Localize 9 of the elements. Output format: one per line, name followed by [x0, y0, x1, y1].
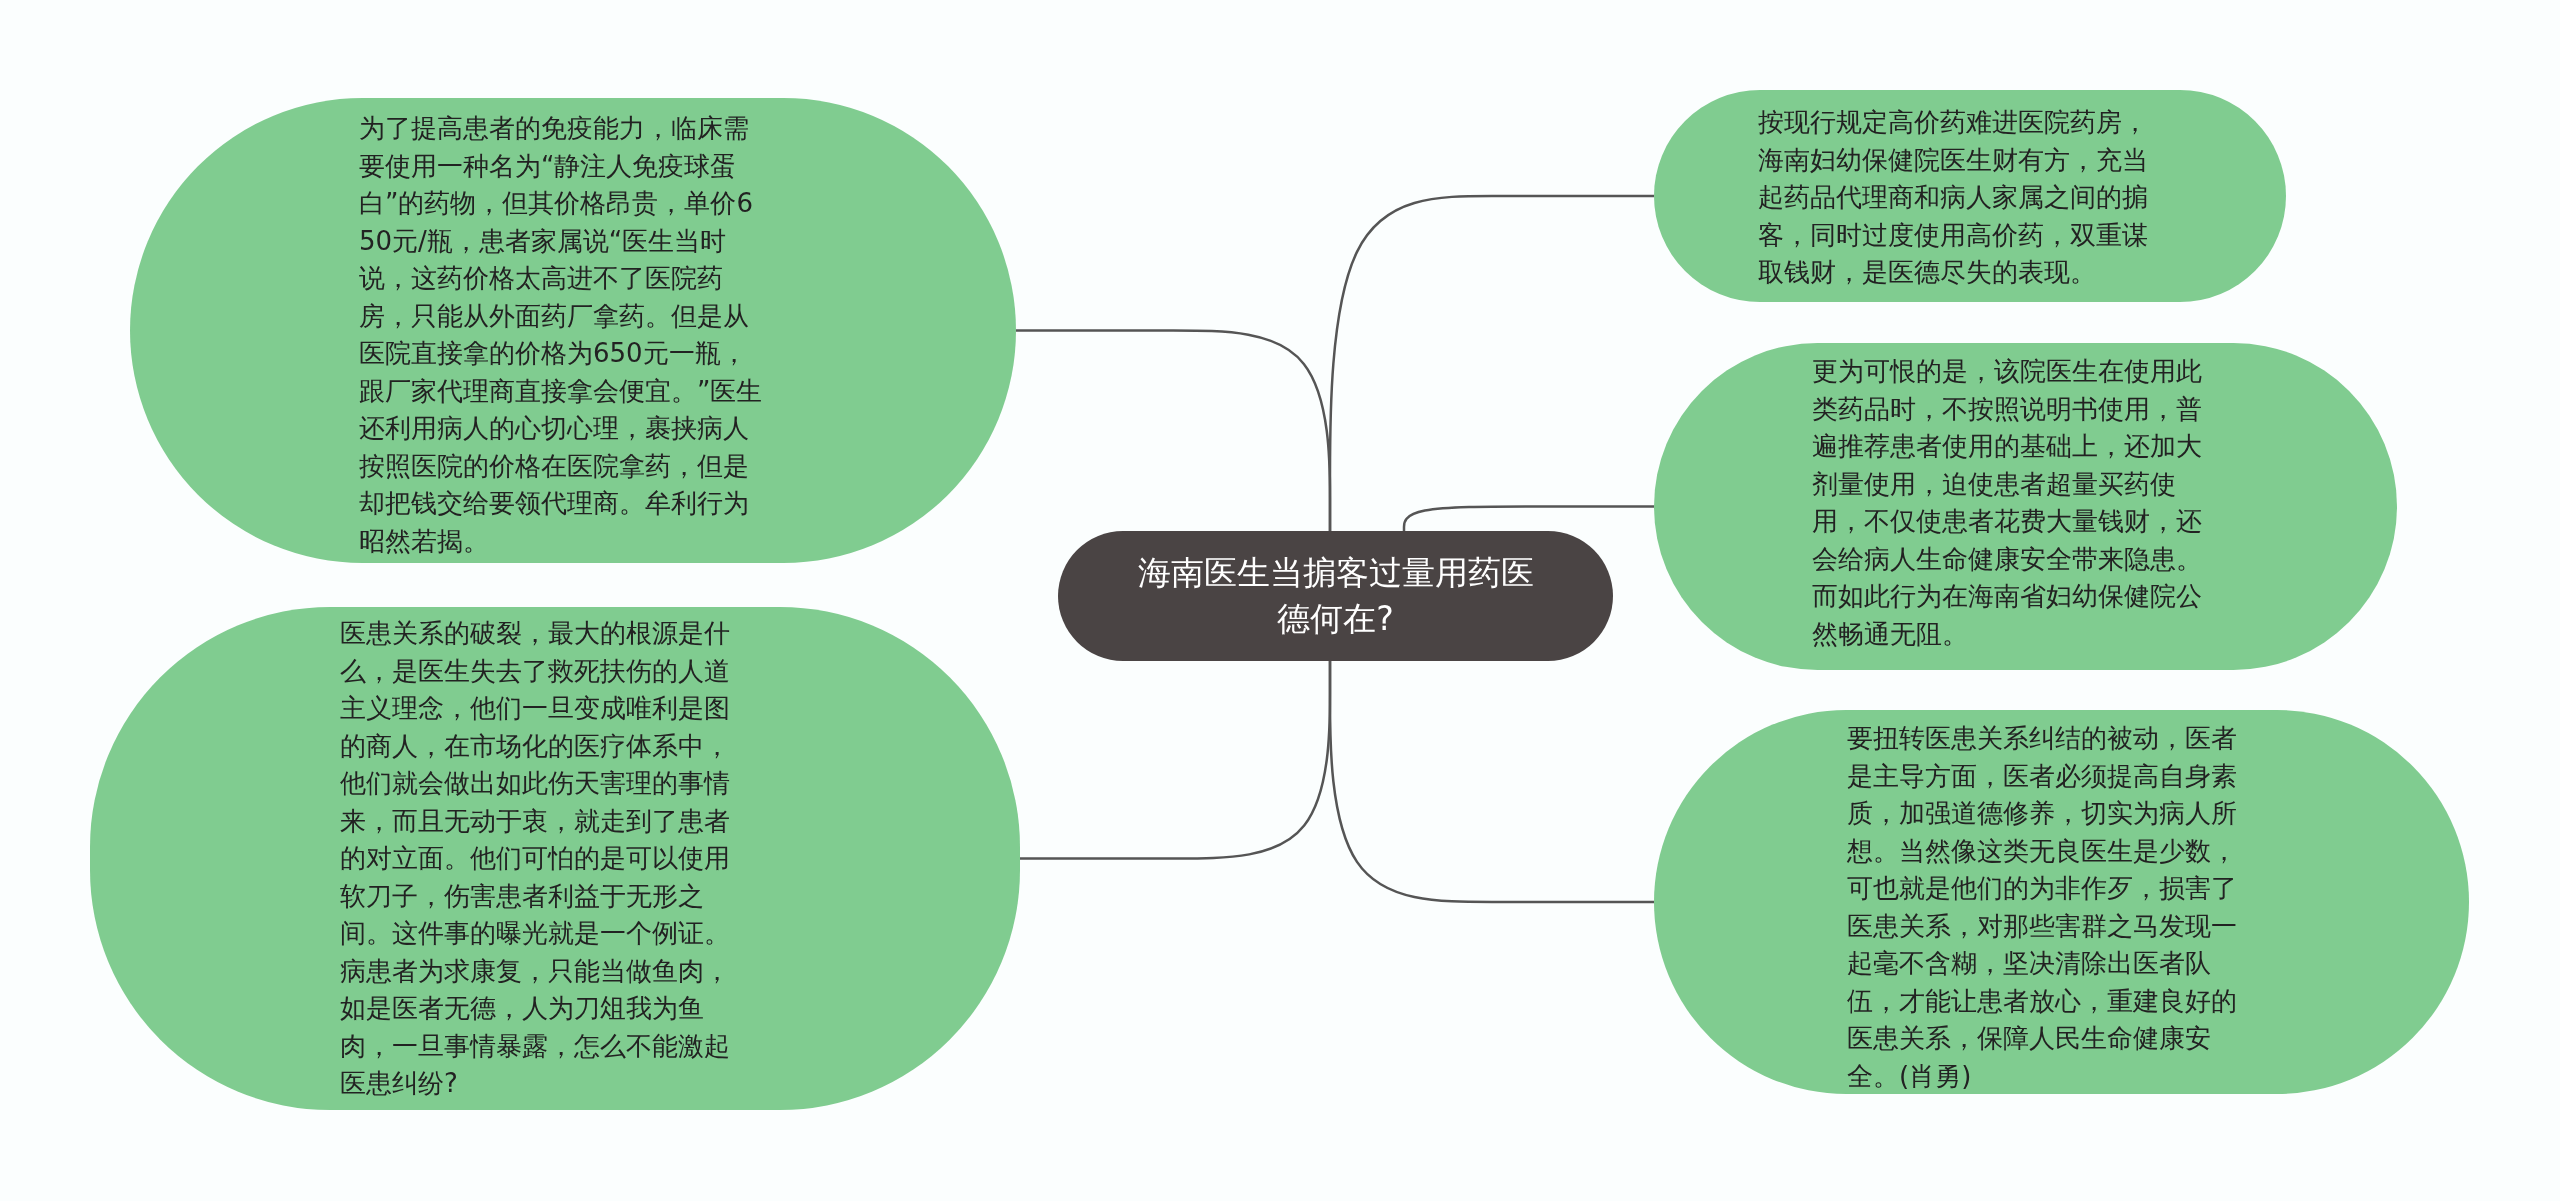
- topic-text: 按现行规定高价药难进医院药房，海南妇幼保健院医生财有方，充当起药品代理商和病人家属之间的掮客，同时过度使用高价药，双重谋取钱财，是医德尽失的表现。: [1758, 106, 2149, 289]
- connector-line: [1328, 659, 1656, 904]
- connector-line: [1328, 194, 1656, 533]
- topic-text: 医患关系的破裂，最大的根源是什么，是医生失去了救死扶伤的人道主义理念，他们一旦变成唯利是图的商人，在市场化的医疗体系中，他们就会做出如此伤天害理的事情来，而且无动于衷，就走到了患者的对立面。他们可怕的是可以使用软刀子，伤害患者利益于无形之间。这件事的曝光就是一个例证。病患者为求康复，只能当做鱼肉，如是医者无德，人为刀俎我为鱼肉，一旦事情暴露，怎么不能激起医患纠纷?: [340, 617, 731, 1100]
- topic-title: 海南医生当掮客过量用药医德何在?: [1137, 552, 1534, 640]
- topic-text: 要扭转医患关系纠结的被动，医者是主导方面，医者必须提高自身素质，加强道德修养，切实为病人所想。当然像这类无良医生是少数，可也就是他们的为非作歹，损害了医患关系，对那些害群之马发现一起毫不含糊，坚决清除出医者队伍，才能让患者放心，重建良好的医患关系，保障人民生命健康安全。(肖勇): [1847, 722, 2238, 1093]
- topic-text: 更为可恨的是，该院医生在使用此类药品时，不按照说明书使用，普遍推荐患者使用的基础上，还加大剂量使用，迫使患者超量买药使用，不仅使患者花费大量钱财，还会给病人生命健康安全带来隐患。而如此行为在海南省妇幼保健院公然畅通无阻。: [1812, 355, 2203, 651]
- topic-text: 为了提高患者的免疫能力，临床需要使用一种名为“静注人免疫球蛋白”的药物，但其价格昂贵，单价650元/瓶，患者家属说“医生当时说，这药价格太高进不了医院药房，只能从外面药厂拿药。但是从医院直接拿的价格为650元一瓶，跟厂家代理商直接拿会便宜。”医生还利用病人的心切心理，裹挟病人按照医院的价格在医院拿药，但是却把钱交给要领代理商。牟利行为昭然若揭。: [359, 112, 764, 558]
- connector-line: [1402, 505, 1656, 533]
